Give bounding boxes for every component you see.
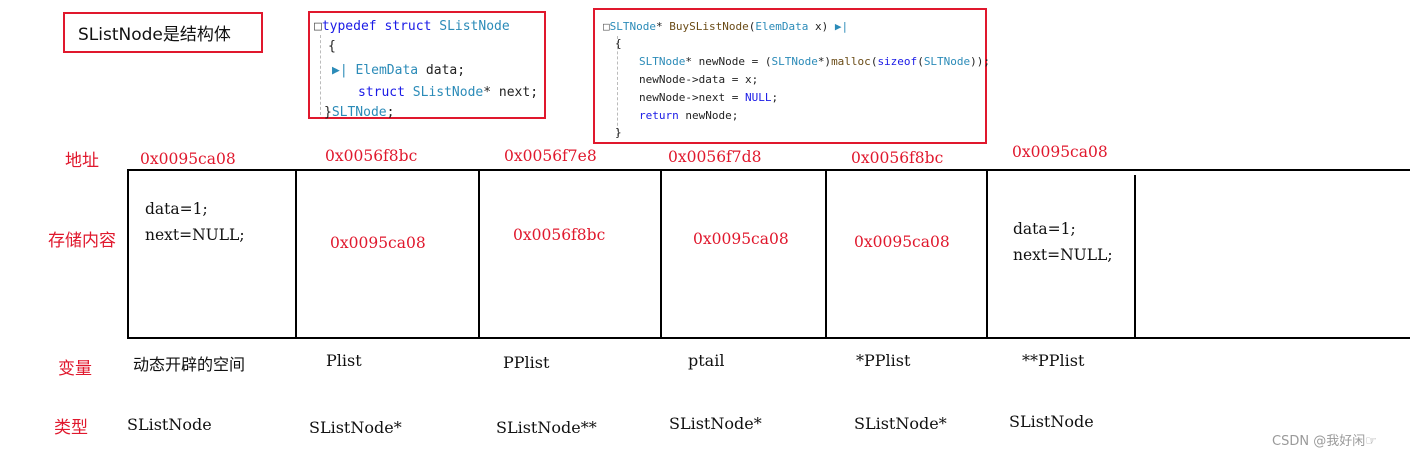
type-name: SListNode* [854,414,947,433]
code-token: □ [314,19,322,34]
memory-divider [295,169,297,339]
code-token: struct [384,19,440,34]
cell-content-line: data=1; [145,200,208,218]
row-label-address: 地址 [65,151,99,171]
memory-divider [478,169,480,339]
variable-name: **PPlist [1022,351,1085,370]
code-line: ▶| ElemData data; [332,63,465,78]
code-token: ; [771,91,779,104]
code-token: } [615,126,622,139]
cell-content-line: 0x0095ca08 [854,233,950,251]
code-token: )); [970,55,991,68]
code-token: typedef [321,19,385,34]
code-token: ( [870,55,878,68]
code-line: □SLTNode* BuySListNode(ElemData x) ▶| [603,20,848,33]
code-token: x) [808,20,835,33]
code-line: return newNode; [639,109,738,122]
type-name: SListNode [1009,412,1094,431]
code-line: newNode->data = x; [639,73,758,86]
code-token: sizeof [877,55,918,68]
memory-divider [127,169,129,339]
row-label-content: 存储内容 [48,231,116,251]
address-value: 0x0095ca08 [140,150,236,168]
cell-content-line: 0x0095ca08 [693,230,789,248]
address-value: 0x0056f7e8 [504,147,597,165]
code-token: * newNode = ( [685,55,772,68]
code-token: * next; [483,85,539,100]
cell-content-line: next=NULL; [145,226,245,244]
code-line: } [615,126,622,139]
memory-divider [825,169,827,339]
struct-code-box: □typedef struct SListNode { ▶| ElemData … [308,11,546,120]
variable-name: *PPlist [856,351,911,370]
code-line: { [615,37,622,50]
code-token: SLTNode [609,20,656,33]
code-token: SLTNode [771,55,818,68]
address-value: 0x0056f8bc [325,147,418,165]
code-token: struct [358,85,413,100]
code-line: { [328,39,336,54]
code-token: ( [748,20,756,33]
watermark: CSDN @我好闲☞ [1272,434,1377,449]
code-token: ElemData [355,63,419,78]
variable-name: 动态开辟的空间 [133,355,246,374]
variable-name: ptail [688,351,725,370]
code-line: newNode->next = NULL; [639,91,778,104]
code-token: ▶| [834,20,849,33]
cell-content-line: next=NULL; [1013,246,1113,264]
code-token: ▶| [332,63,356,78]
code-token: ; [386,105,395,120]
row-label-variable: 变量 [58,359,92,379]
code-token: *) [817,55,832,68]
address-value: 0x0095ca08 [1012,143,1108,161]
code-token: newNode->data = x; [639,73,759,86]
code-line: struct SListNode* next; [358,85,538,100]
code-token: SListNode [412,85,484,100]
code-line: SLTNode* newNode = (SLTNode*)malloc(size… [639,55,990,68]
variable-name: PPlist [503,353,550,372]
title-text: SListNode是结构体 [78,25,231,45]
code-line: □typedef struct SListNode [314,19,510,34]
address-value: 0x0056f8bc [851,149,944,167]
code-token: return [639,109,686,122]
code-token: } [324,105,332,120]
cell-content-line: 0x0056f8bc [513,226,606,244]
code-token: NULL [744,91,772,104]
code-token: ( [917,55,924,68]
code-token: SLTNode [331,105,387,120]
code-token: newNode->next = [639,91,745,104]
title-box: SListNode是结构体 [63,12,263,53]
row-label-type: 类型 [54,418,88,438]
memory-divider [986,169,988,339]
code-token: newNode; [685,109,739,122]
code-token: * [655,20,670,33]
code-token: BuySListNode [669,20,749,33]
type-name: SListNode* [669,414,762,433]
code-token: ElemData [755,20,809,33]
type-name: SListNode [127,415,212,434]
code-token: data; [418,63,466,78]
variable-name: Plist [326,351,362,370]
type-name: SListNode* [309,418,402,437]
memory-bottom-line [127,337,1410,339]
code-token: □ [603,20,610,33]
cell-content-line: data=1; [1013,220,1076,238]
code-token: SListNode [439,19,510,34]
memory-divider [1134,175,1136,337]
type-name: SListNode** [496,418,597,437]
code-line: }SLTNode; [324,105,394,120]
code-token: { [615,37,622,50]
memory-top-line [127,169,1410,171]
code-token: SLTNode [639,55,686,68]
code-token: SLTNode [923,55,971,68]
memory-divider [660,169,662,339]
cell-content-line: 0x0095ca08 [330,234,426,252]
code-token: malloc [831,55,871,68]
address-value: 0x0056f7d8 [668,148,762,166]
function-code-box: □SLTNode* BuySListNode(ElemData x) ▶| { … [593,8,990,144]
code-token: { [328,39,336,54]
